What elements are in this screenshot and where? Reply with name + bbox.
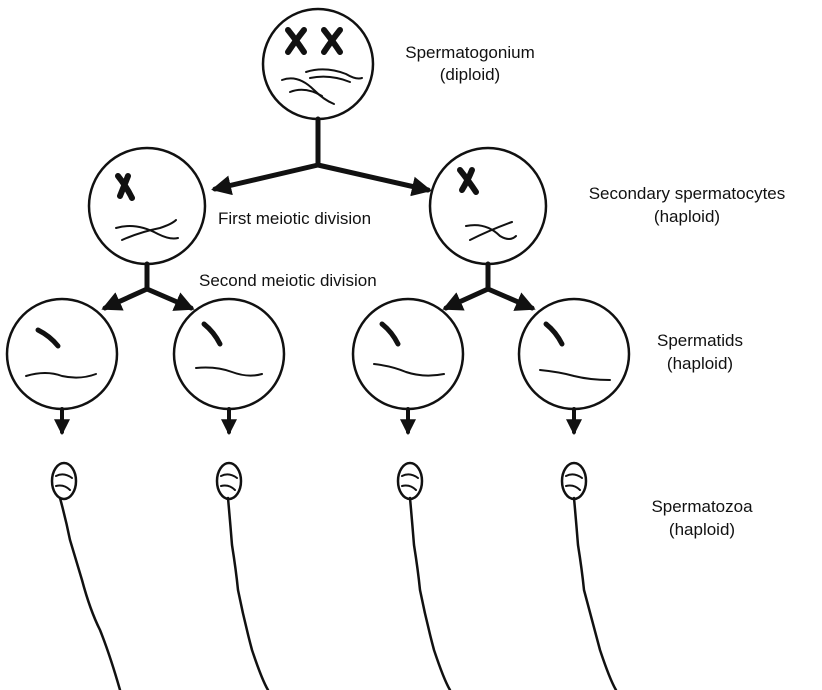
secondary-spermatocytes-label: Secondary spermatocytes <box>588 184 786 203</box>
first-division-label: First meiotic division <box>218 209 372 228</box>
spermatids-label: Spermatids <box>657 331 743 350</box>
chromosome-x-icon <box>285 27 343 55</box>
spermatozoa-label: Spermatozoa <box>651 497 753 516</box>
second-division-label: Second meiotic division <box>199 271 377 290</box>
second-division-arrows-right <box>442 261 536 311</box>
spermatogonium-cell <box>261 7 375 121</box>
secondary-spermatocyte-left <box>87 146 207 266</box>
spermatid-4 <box>517 297 631 411</box>
chromosome-icon <box>115 173 135 201</box>
chromosome-icon <box>457 167 479 195</box>
spermatid-3 <box>351 297 465 411</box>
spermatozoa-ploidy: (haploid) <box>668 520 736 539</box>
spermatozoon-4 <box>560 461 618 690</box>
spermatozoon-1 <box>50 461 122 690</box>
spermatozoon-2 <box>215 461 270 690</box>
spermatogonium-ploidy: (diploid) <box>439 65 501 84</box>
spermatid-1 <box>5 297 119 411</box>
secondary-spermatocyte-right <box>428 146 548 266</box>
spermatogonium-label: Spermatogonium <box>405 43 535 62</box>
spermatids-ploidy: (haploid) <box>666 354 734 373</box>
maturation-arrows <box>54 407 582 436</box>
first-division-arrows <box>211 116 432 197</box>
second-division-arrows-left <box>101 261 195 311</box>
spermatid-2 <box>172 297 286 411</box>
spermatozoon-3 <box>396 461 452 690</box>
chromatin-threads <box>281 68 363 105</box>
secondary-ploidy: (haploid) <box>653 207 721 226</box>
